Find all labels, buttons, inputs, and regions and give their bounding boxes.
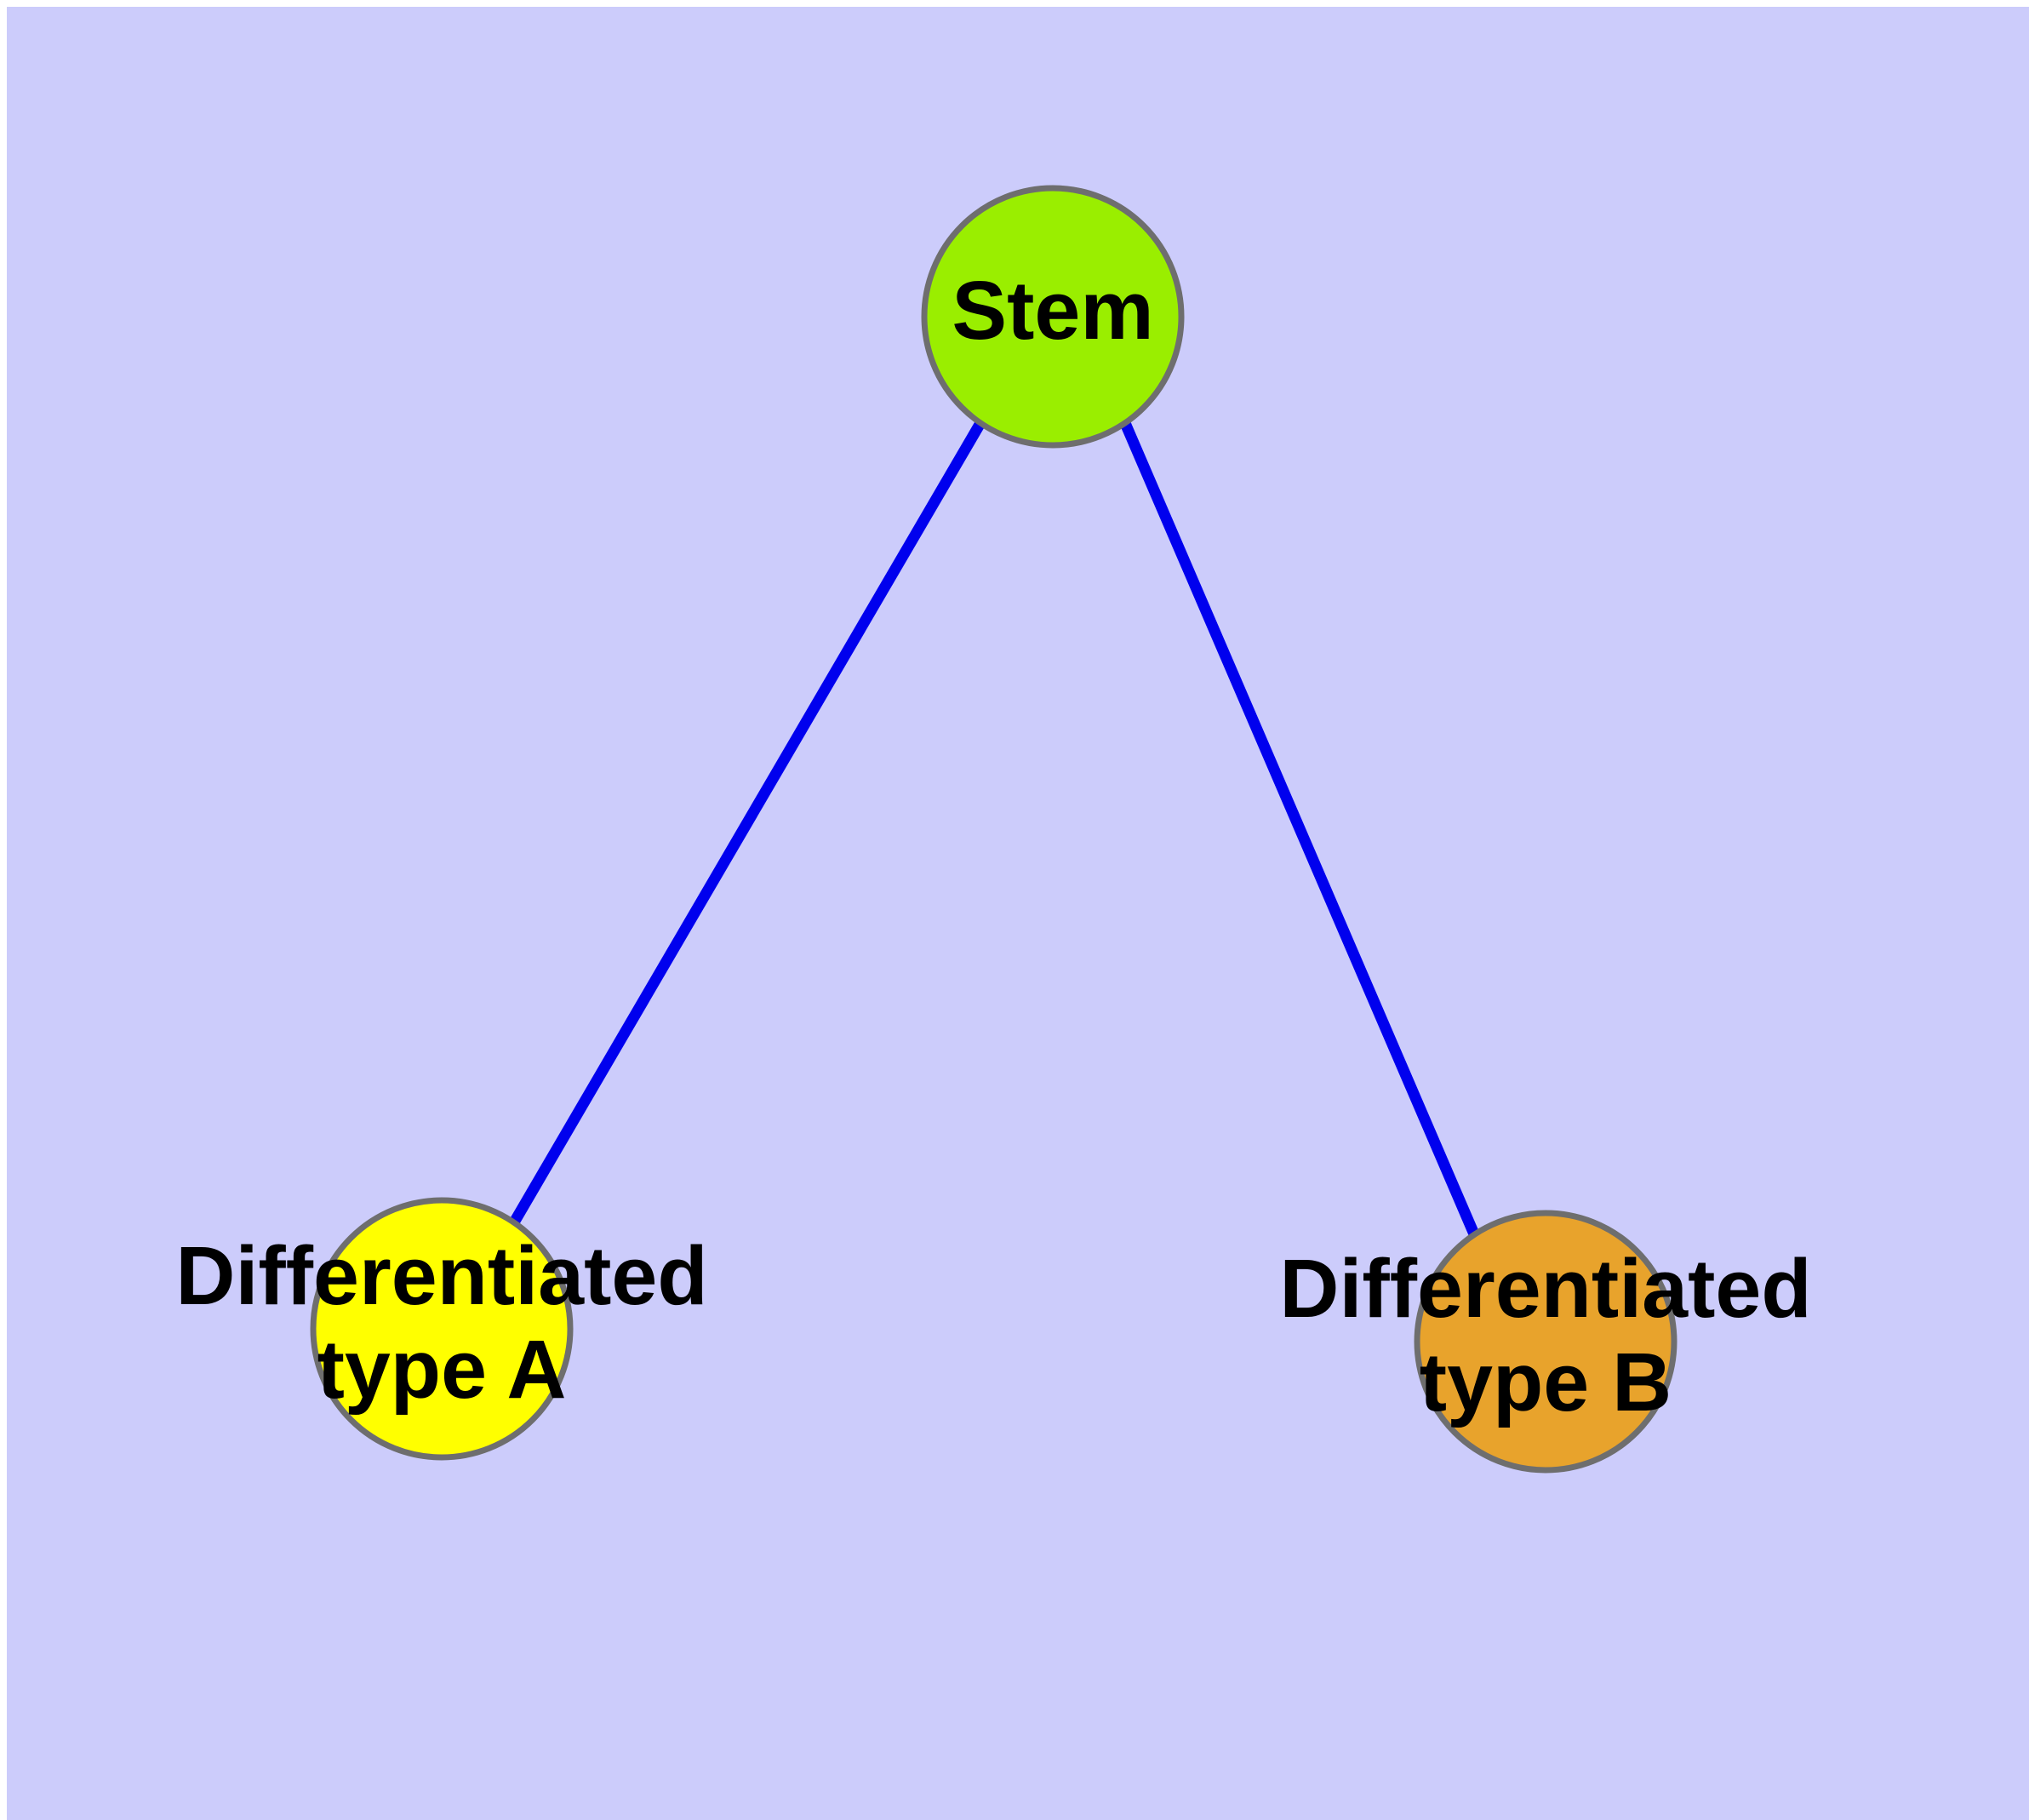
node-label-line: Differentiated — [175, 1229, 707, 1322]
edges-group — [509, 420, 1480, 1239]
node-circle-stem[interactable] — [921, 185, 1185, 449]
node-circle-diff_b[interactable] — [1414, 1210, 1677, 1474]
graph-node-stem[interactable]: Stem — [921, 185, 1185, 449]
node-circle-diff_a[interactable] — [310, 1197, 574, 1461]
node-label-line: type B — [1420, 1336, 1672, 1428]
node-label-line: Differentiated — [1279, 1242, 1811, 1335]
graph-edge — [509, 420, 986, 1226]
node-label-stem: Stem — [952, 264, 1153, 357]
node-label-line: type A — [317, 1323, 567, 1416]
graph-edge — [1120, 421, 1480, 1239]
node-label-line: Stem — [952, 264, 1153, 357]
